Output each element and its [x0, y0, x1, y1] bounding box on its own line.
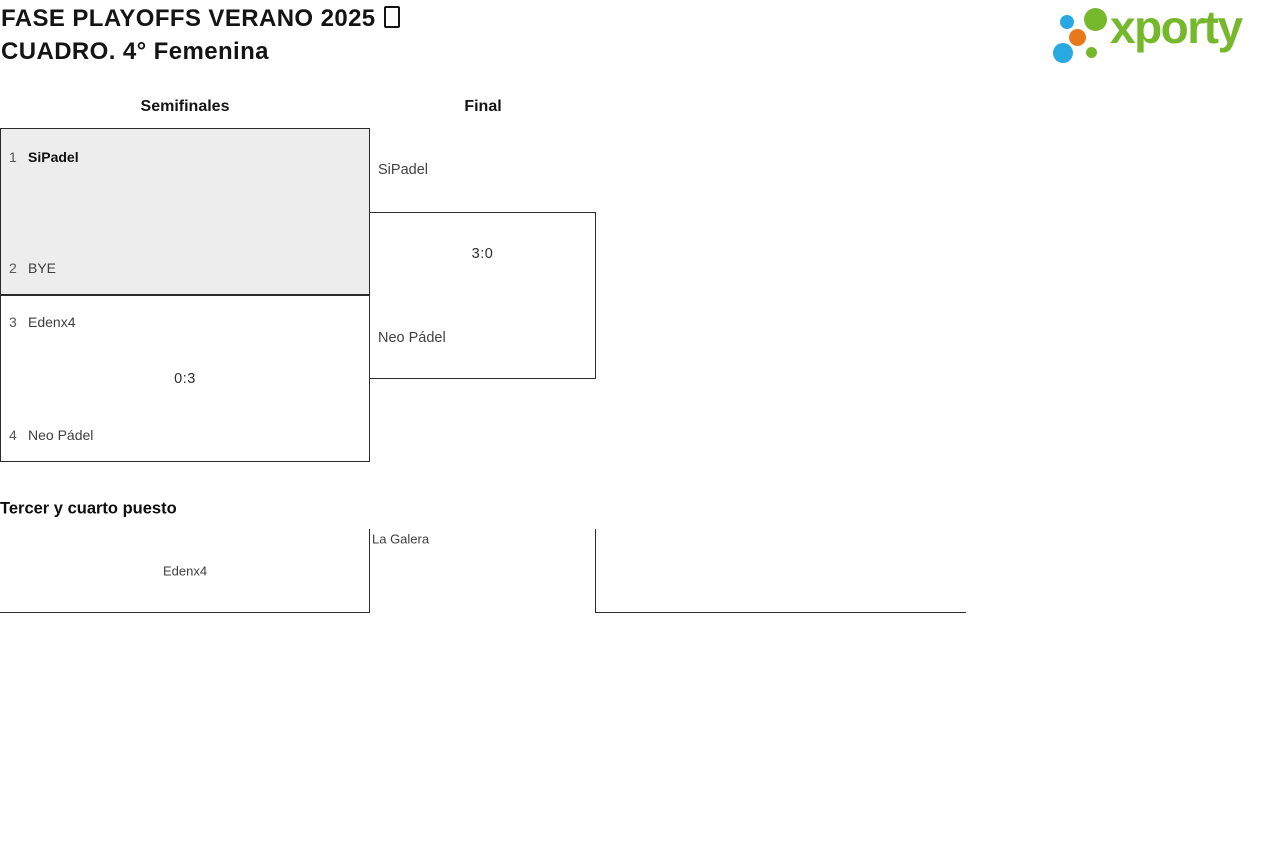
team-name: SiPadel	[28, 149, 79, 165]
third-place-team-right: La Galera	[372, 531, 430, 547]
final-box	[369, 212, 596, 379]
page-title: FASE PLAYOFFS VERANO 2025	[1, 5, 400, 33]
seed-number: 1	[9, 149, 17, 165]
logo-dot-green-large-icon	[1084, 8, 1107, 31]
semifinal-1-slot-1: 1 SiPadel	[0, 149, 370, 165]
logo-dot-orange-icon	[1069, 29, 1086, 46]
semifinal-2-score: 0:3	[174, 371, 196, 387]
semifinal-2-slot-1: 3 Edenx4	[0, 314, 370, 330]
third-place-heading: Tercer y cuarto puesto	[0, 499, 177, 518]
semifinal-2-box	[0, 295, 370, 462]
final-score: 3:0	[471, 246, 494, 262]
semifinal-1-slot-2: 2 BYE	[0, 260, 370, 276]
logo-dot-green-small-icon	[1086, 47, 1097, 58]
missing-glyph-icon	[383, 6, 400, 28]
third-place-team-center: Edenx4	[162, 563, 208, 579]
third-place-right-box	[595, 529, 966, 613]
logo-dot-blue-large-icon	[1053, 43, 1073, 63]
team-name: BYE	[28, 260, 57, 276]
round-header-final: Final	[464, 98, 502, 115]
seed-number: 4	[9, 427, 17, 443]
seed-number: 2	[9, 260, 17, 276]
xporty-logo[interactable]: xporty	[1050, 1, 1278, 69]
final-slot-1: SiPadel	[378, 162, 428, 178]
logo-dot-blue-small-icon	[1060, 15, 1074, 29]
team-name: Neo Pádel	[28, 427, 94, 443]
semifinal-2-slot-2: 4 Neo Pádel	[0, 427, 370, 443]
page-subtitle: CUADRO. 4° Femenina	[1, 38, 269, 65]
semifinal-1-box	[0, 128, 370, 295]
final-slot-2: Neo Pádel	[378, 330, 446, 346]
third-place-left-box	[0, 529, 370, 613]
team-name: Edenx4	[28, 314, 76, 330]
seed-number: 3	[9, 314, 17, 330]
logo-wordmark: xporty	[1110, 1, 1243, 53]
round-header-semifinals: Semifinales	[140, 98, 230, 115]
page-title-text: FASE PLAYOFFS VERANO 2025	[1, 5, 376, 32]
